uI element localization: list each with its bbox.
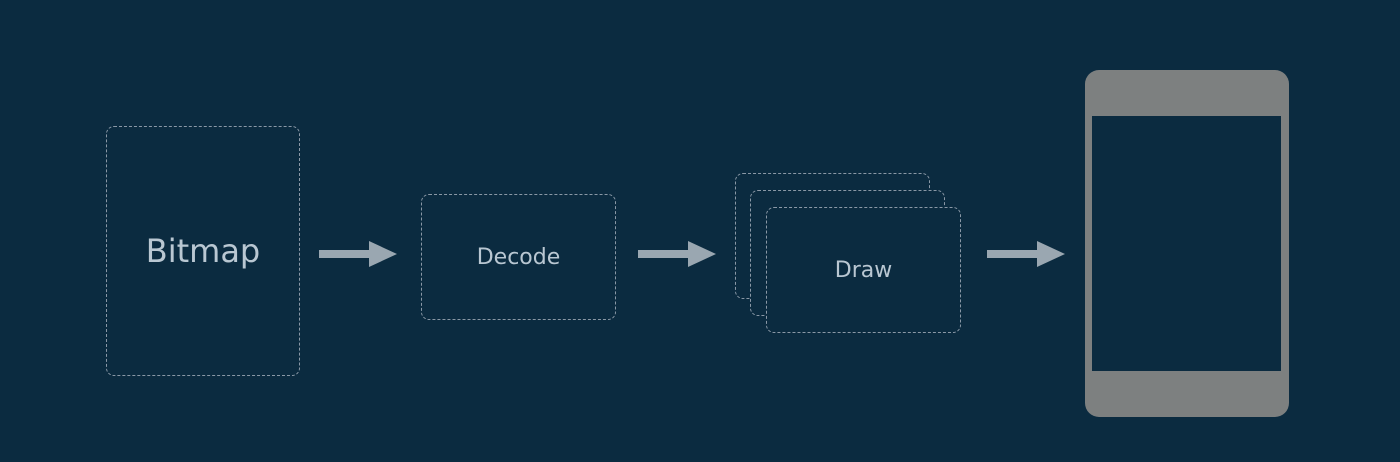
draw-label: Draw bbox=[834, 257, 893, 283]
bitmap-label: Bitmap bbox=[145, 232, 261, 270]
draw-box: Draw bbox=[766, 207, 961, 333]
decode-label: Decode bbox=[476, 244, 561, 270]
decode-box: Decode bbox=[421, 194, 616, 320]
right-arrow-icon bbox=[319, 241, 397, 267]
bitmap-box: Bitmap bbox=[106, 126, 300, 376]
right-arrow-icon bbox=[638, 241, 716, 267]
right-arrow-icon bbox=[987, 241, 1065, 267]
phone-icon bbox=[1085, 70, 1289, 417]
phone-screen bbox=[1092, 116, 1281, 371]
